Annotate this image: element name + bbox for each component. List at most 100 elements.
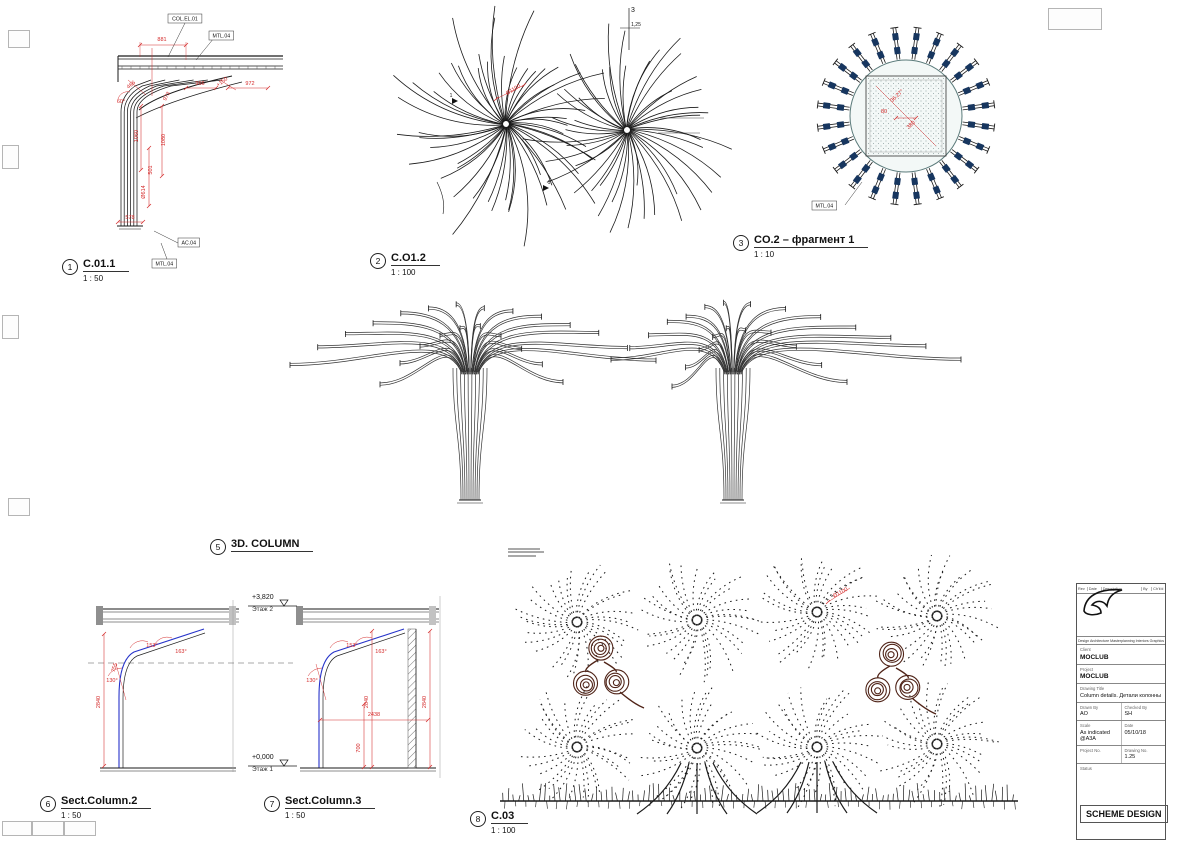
status-label: Status	[1080, 766, 1092, 771]
red-dimension: 153°	[346, 643, 357, 649]
rev-col: By	[1142, 586, 1153, 591]
keynote-box	[167, 13, 203, 24]
detail-name: C.O1.2	[391, 252, 440, 266]
detail-2-drawing	[393, 5, 732, 247]
client-section: Client MOCLUB	[1077, 645, 1165, 665]
status-value: SCHEME DESIGN	[1080, 805, 1168, 823]
level-value: +0,000	[252, 754, 274, 761]
detail-name: 3D. COLUMN	[231, 538, 314, 552]
detail-scale: 1 : 10	[754, 250, 775, 259]
client-label: Client	[1080, 647, 1091, 652]
red-dimension: 1060	[134, 130, 140, 142]
date-label: Date	[1124, 723, 1134, 728]
registration-mark	[2, 315, 19, 339]
red-dimension: 60°	[117, 99, 125, 105]
client-name: MOCLUB	[1080, 653, 1109, 661]
rev-col: Date	[1088, 586, 1102, 591]
rev-col: Ch'k'd	[1153, 586, 1164, 591]
revision-table-header: Rev Date Description By Ch'k'd	[1077, 584, 1165, 594]
red-dimension: 2840	[422, 696, 428, 708]
keynote-box	[811, 200, 837, 211]
checked-by-label: Checked By	[1124, 704, 1148, 710]
project-section: Project MOCLUB	[1077, 665, 1165, 684]
red-dimension: 2438	[368, 712, 380, 718]
detail-scale: 1 : 100	[391, 268, 416, 277]
detail-number-bubble: 5	[210, 539, 226, 555]
detail-number-bubble: 3	[733, 235, 749, 251]
checked-by-value: SH	[1124, 711, 1133, 717]
title-block: Rev Date Description By Ch'k'd Design Ar…	[1076, 583, 1168, 840]
detail-3-drawing	[816, 26, 996, 206]
keynote-text: MTL.04	[156, 262, 174, 268]
keynote-box	[208, 30, 234, 41]
red-dimension: 2840	[96, 696, 102, 708]
drawing-title-label: Drawing Title	[1080, 686, 1105, 691]
detail-6-7-drawing	[88, 596, 441, 778]
registration-mark	[1048, 8, 1102, 30]
registration-mark	[2, 145, 19, 169]
scale-date-row: Scale As indicated @A3A Date 05/10/18	[1077, 721, 1165, 746]
marker-text: 3	[631, 7, 635, 14]
red-dimension: 130°	[306, 678, 317, 684]
keynote-box	[151, 258, 177, 269]
detail-number-bubble: 6	[40, 796, 56, 812]
red-dimension: 972	[245, 81, 254, 87]
detail-title-1: 1 C.01.1 1 : 50	[62, 258, 130, 283]
red-dimension: 130°	[106, 678, 117, 684]
logo-icon	[1083, 588, 1123, 616]
detail-name: CO.2 – фрагмент 1	[754, 234, 869, 248]
detail-number-bubble: 7	[264, 796, 280, 812]
red-dimension: +150	[216, 76, 229, 88]
disciplines-text: Design Architecture Masterplanning Inter…	[1077, 637, 1165, 645]
red-dimension: 163°	[175, 649, 186, 655]
red-dimension: 466	[126, 80, 137, 90]
project-label: Project	[1080, 666, 1094, 672]
scale-label: Scale	[1080, 723, 1091, 728]
detail-number-bubble: 8	[470, 811, 486, 827]
keynote-text: COL.EL.01	[172, 17, 198, 23]
red-dimension: Ø1100	[832, 587, 849, 600]
red-dimension: 501	[148, 165, 154, 174]
level-name: Этаж 2	[252, 605, 273, 613]
registration-mark	[8, 30, 30, 48]
company-logo	[1077, 588, 1165, 637]
keynote-text: MTL.04	[213, 34, 231, 40]
drawn-checked-row: Drawn By AO Checked By SH	[1077, 702, 1165, 721]
drawing-title-section: Drawing Title Column details. Детали кол…	[1077, 684, 1165, 703]
keynote-text: MTL.04	[816, 204, 834, 210]
detail-name: C.03	[491, 810, 529, 824]
scale-value: As indicated @A3A	[1080, 729, 1110, 742]
detail-name: Sect.Column.2	[61, 795, 152, 809]
detail-scale: 1 : 50	[61, 811, 82, 820]
status-section: Status SCHEME DESIGN	[1077, 764, 1168, 839]
marker-text: 1	[450, 93, 453, 99]
print-stamp	[64, 821, 96, 836]
drawing-no-value: 1.25	[1124, 754, 1136, 760]
detail-title-3: 3 CO.2 – фрагмент 1 1 : 10	[733, 234, 869, 259]
detail-1-drawing	[115, 22, 283, 260]
rev-col: Rev	[1077, 586, 1088, 591]
drawn-by-value: AO	[1080, 711, 1088, 717]
detail-8-drawing	[500, 548, 1018, 815]
keynote-text: AC.04	[182, 241, 197, 247]
red-dimension: Ø614	[141, 185, 147, 198]
detail-number-bubble: 1	[62, 259, 78, 275]
level-name: Этаж 1	[252, 765, 273, 773]
marker-text: 1	[548, 180, 551, 186]
red-dimension: 2840	[364, 696, 370, 708]
number-row: Project No. Drawing No. 1.25	[1077, 745, 1165, 764]
rev-col: Description	[1102, 586, 1143, 591]
detail-scale: 1 : 50	[83, 274, 104, 283]
project-name: MOCLUB	[1080, 673, 1109, 680]
detail-name: C.01.1	[83, 258, 130, 272]
red-dimension: 153°	[146, 643, 157, 649]
detail-number-bubble: 2	[370, 253, 386, 269]
